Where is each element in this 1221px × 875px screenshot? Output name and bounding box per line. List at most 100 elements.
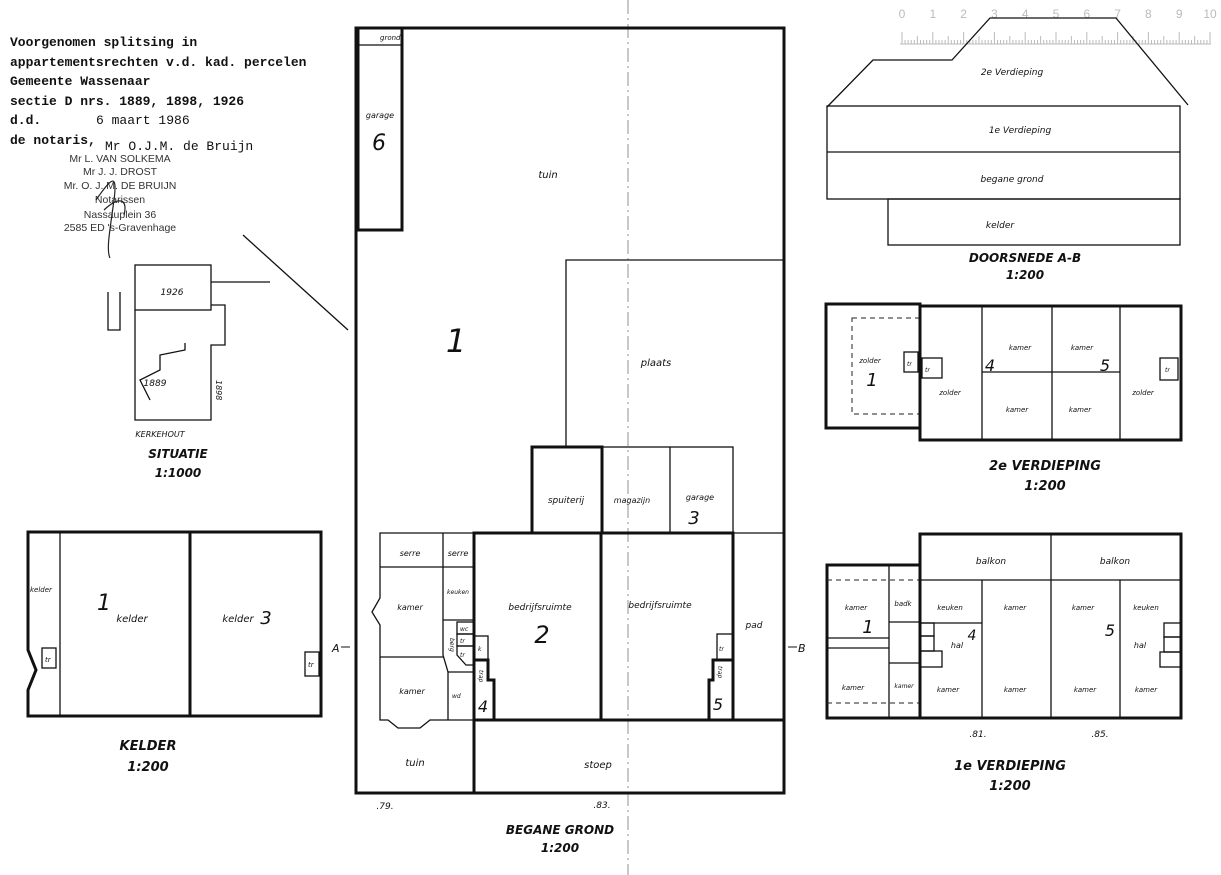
room-label: kamer	[1004, 604, 1027, 612]
plan-title: BEGANE GROND	[506, 823, 614, 837]
parcel-label: 1898	[214, 380, 223, 400]
unit-number: 1	[97, 591, 111, 616]
room-label: kamer	[842, 684, 865, 692]
ruler-label: 3	[991, 7, 998, 21]
stamp-line: 2585 ED 's-Gravenhage	[64, 222, 176, 234]
room-label: kelder	[30, 586, 53, 594]
room-label: serre	[400, 549, 421, 558]
parcel-label: 1926	[161, 288, 184, 298]
header-line: sectie D nrs. 1889, 1898, 1926	[10, 94, 244, 109]
stair-label: tr	[45, 656, 52, 664]
room-label: garage	[366, 111, 394, 120]
room-label: wd	[452, 693, 461, 700]
room-label: kelder	[116, 614, 148, 625]
unit-number: 1	[866, 370, 877, 391]
ruler-label: 5	[1053, 7, 1060, 21]
stamp-line: Mr J. J. DROST	[83, 166, 158, 178]
unit-number: 1	[862, 617, 873, 638]
verdieping1-plan: balkon balkon kamer badk 1 kamer kamer k…	[825, 532, 1183, 794]
room-label: kamer	[1069, 406, 1092, 414]
room-label: keuken	[447, 589, 469, 596]
unit-number: 4	[968, 628, 977, 644]
section-marker: B	[798, 642, 806, 655]
room-label: garage	[686, 493, 714, 502]
begane-grond-plan: grond garage 6 tuin 1 plaats spuiterij m…	[331, 26, 806, 855]
room-label: kamer	[1135, 686, 1158, 694]
notary-label: de notaris,	[10, 133, 96, 148]
room-label: berg	[448, 638, 455, 652]
ruler-label: 10	[1203, 7, 1217, 21]
room-label: stoep	[584, 760, 612, 771]
unit-number: 5	[1100, 356, 1110, 375]
room-label: keuken	[1133, 604, 1159, 612]
plan-scale: 1:200	[1024, 479, 1065, 494]
notary-stamp: Mr L. VAN SOLKEMA Mr J. J. DROST Mr. O. …	[64, 153, 177, 234]
header-text: Voorgenomen splitsing in appartementsrec…	[10, 35, 307, 154]
signature	[95, 180, 126, 259]
unit-number: 5	[713, 695, 723, 714]
room-label: kamer	[1072, 604, 1095, 612]
room-label: kamer	[1071, 344, 1094, 352]
situatie-plan: 1926 1889 1898 KERKEHOUT SITUATIE 1:1000	[107, 264, 270, 480]
floor-label: 1e Verdieping	[989, 126, 1052, 136]
house-number: .79.	[376, 802, 393, 812]
header-line: Voorgenomen splitsing in	[10, 35, 197, 50]
header-line: appartementsrechten v.d. kad. percelen	[10, 55, 307, 70]
stamp-line: Mr. O. J. M. DE BRUIJN	[64, 180, 177, 192]
room-label: serre	[448, 549, 469, 558]
plan-title: 2e VERDIEPING	[989, 459, 1101, 474]
room-label: kamer	[1074, 686, 1097, 694]
header-line: d.d.	[10, 113, 41, 128]
parcel-label: 1889	[144, 379, 167, 389]
stair-label: tr	[460, 652, 465, 659]
ruler-label: 4	[1022, 7, 1029, 21]
room-label: spuiterij	[548, 496, 585, 506]
room-label: hal	[951, 641, 964, 650]
floor-label: kelder	[986, 221, 1015, 231]
room-label: k	[478, 646, 482, 653]
header-line: Gemeente Wassenaar	[10, 74, 150, 89]
unit-number: 2	[534, 621, 549, 649]
plan-scale: 1:200	[989, 779, 1030, 794]
doorsnede-section: 2e Verdieping 1e Verdieping begane grond…	[826, 17, 1189, 282]
unit-number: 6	[372, 131, 386, 156]
floor-label: begane grond	[981, 175, 1044, 185]
room-label: zolder	[858, 357, 882, 365]
section-marker: A	[331, 642, 340, 655]
room-label: kamer	[1004, 686, 1027, 694]
house-number: .81.	[969, 730, 986, 740]
room-label: hal	[1134, 641, 1147, 650]
ruler-label: 0	[899, 7, 906, 21]
plan-title: 1e VERDIEPING	[954, 759, 1066, 774]
stair-label: tr	[1165, 367, 1170, 374]
unit-number: 3	[260, 608, 271, 629]
plan-title: DOORSNEDE A-B	[969, 251, 1081, 265]
street-label: KERKEHOUT	[135, 430, 185, 439]
stair-label: tr	[460, 638, 465, 645]
ruler-label: 1	[929, 7, 936, 21]
stair-label: tr	[719, 646, 724, 653]
room-label: kelder	[222, 614, 254, 625]
ruler-label: 9	[1176, 7, 1183, 21]
plan-scale: 1:200	[541, 841, 579, 855]
room-label: zolder	[1131, 389, 1155, 397]
stair-label: trap	[716, 666, 723, 678]
ruler-label: 2	[960, 7, 967, 21]
plan-scale: 1:1000	[155, 466, 202, 480]
room-label: kamer	[1006, 406, 1029, 414]
unit-number: 4	[985, 356, 995, 375]
room-label: plaats	[640, 358, 672, 369]
notary-name: Mr O.J.M. de Bruijn	[105, 139, 253, 154]
stair-label: tr	[925, 367, 930, 374]
room-label: kamer	[894, 683, 914, 690]
room-label: balkon	[1100, 557, 1130, 567]
room-label: bedrijfsruimte	[628, 601, 692, 611]
room-label: keuken	[937, 604, 963, 612]
room-label: bedrijfsruimte	[508, 603, 572, 613]
unit-number: 1	[446, 322, 466, 360]
floor-label: 2e Verdieping	[981, 68, 1044, 78]
ruler-label: 7	[1114, 7, 1121, 21]
unit-number: 5	[1105, 621, 1115, 640]
